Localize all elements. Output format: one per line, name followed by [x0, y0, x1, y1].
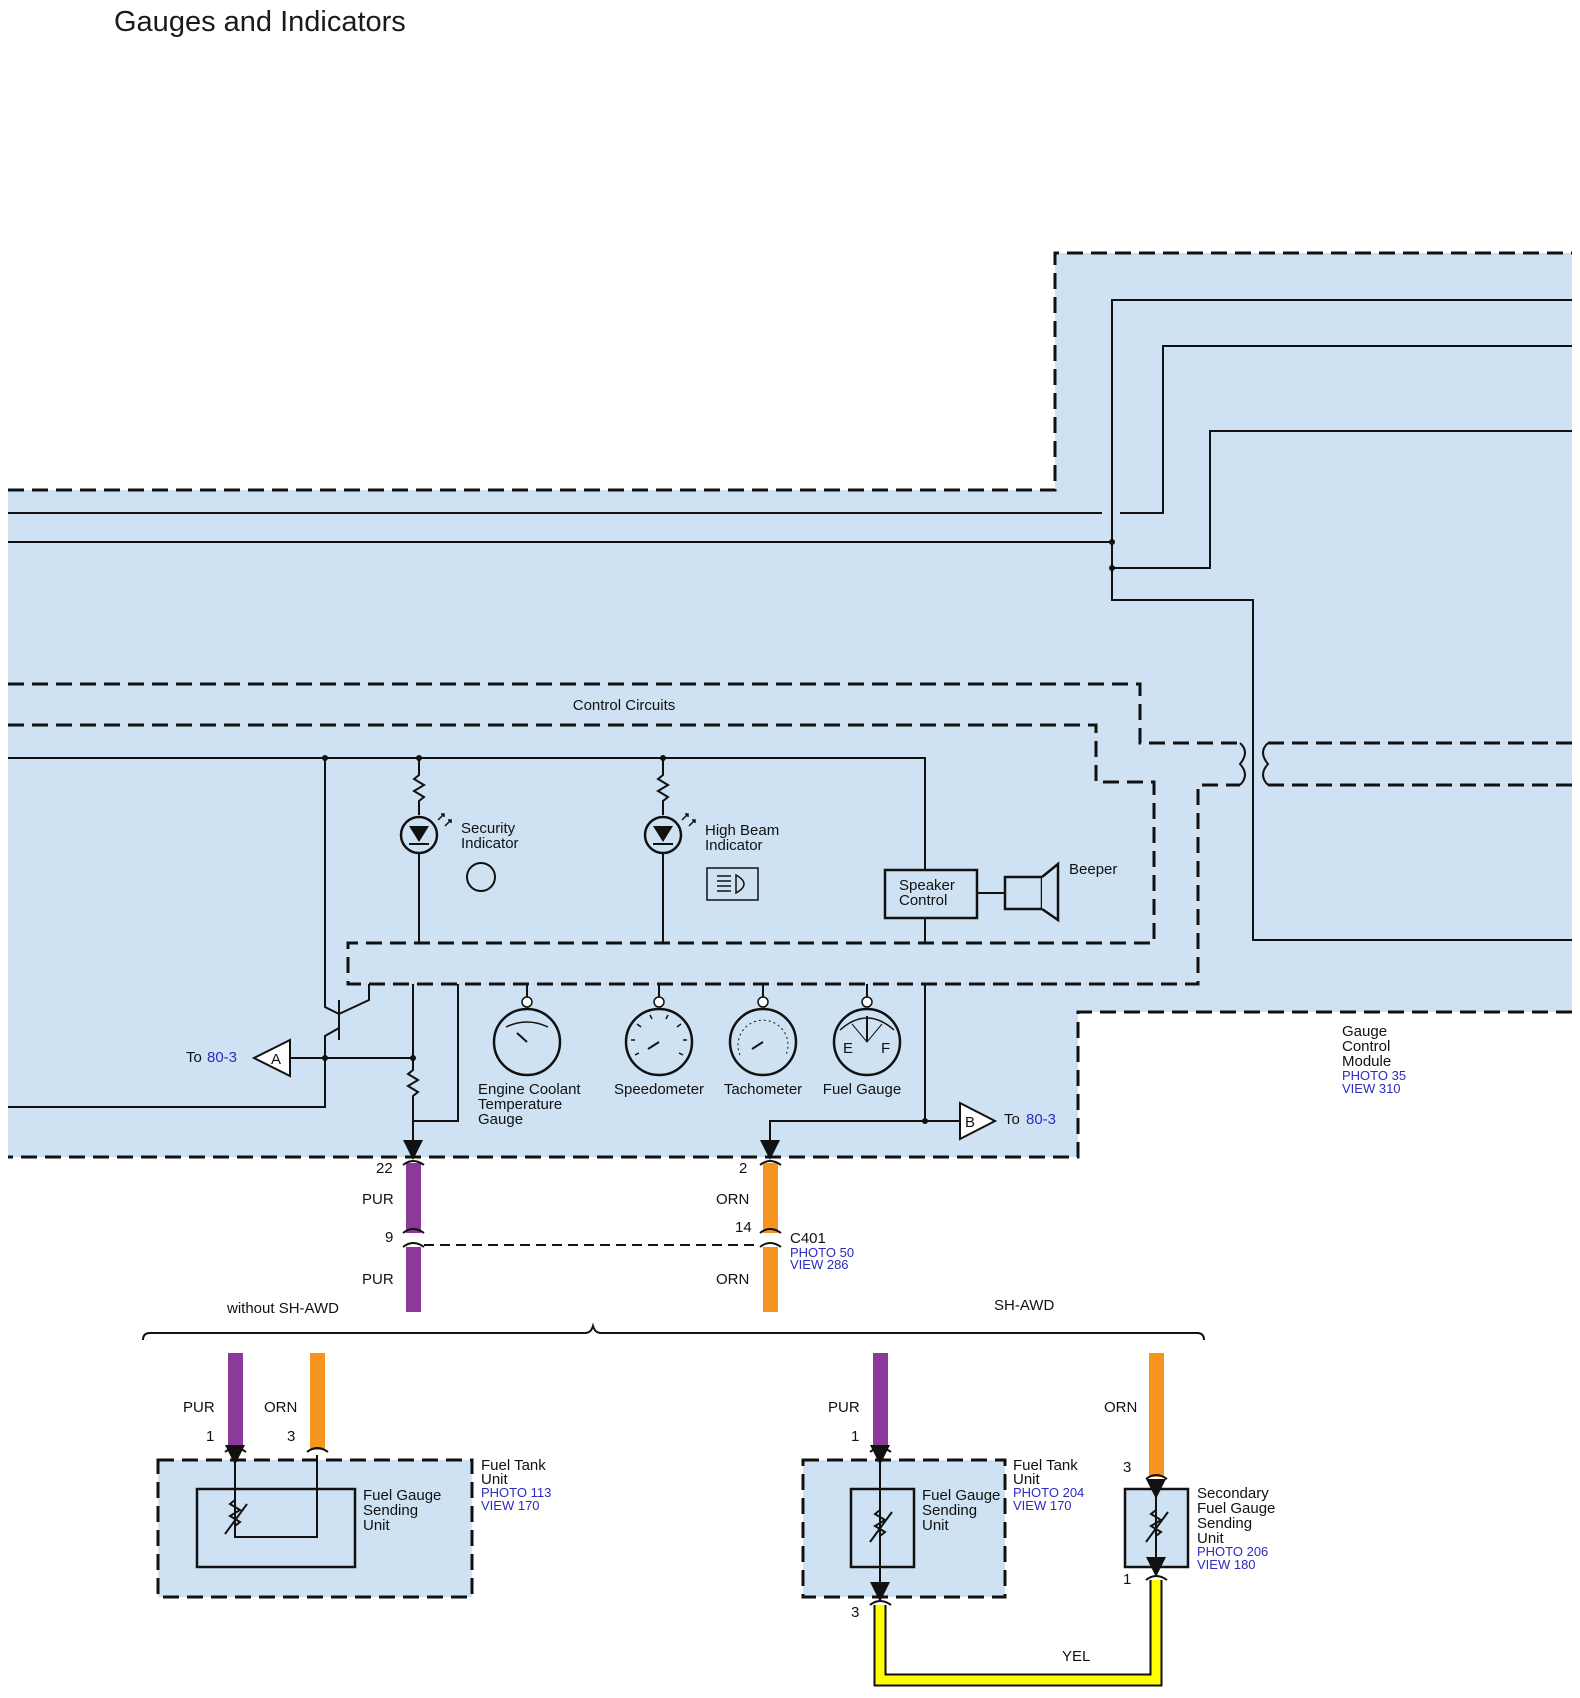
right-tank-label-1: Fuel Tank — [1013, 1457, 1078, 1474]
speedometer-label: Speedometer — [614, 1081, 704, 1098]
high-beam-indicator-led-icon — [643, 813, 696, 855]
fuel-gauge-icon — [832, 996, 902, 1077]
left-tank-label-1: Fuel Tank — [481, 1457, 546, 1474]
gcm-photo-link[interactable]: PHOTO 35 — [1342, 1068, 1406, 1083]
secondary-orn-pin: 3 — [1123, 1459, 1131, 1476]
tachometer-label: Tachometer — [724, 1081, 802, 1098]
pin-9: 9 — [385, 1229, 393, 1246]
high-beam-symbol-icon — [706, 867, 759, 901]
right-tank-photo-link[interactable]: PHOTO 204 — [1013, 1485, 1084, 1500]
connector-b-letter: B — [965, 1114, 975, 1131]
left-pur-label: PUR — [183, 1399, 215, 1416]
fuel-gauge-e: E — [843, 1040, 853, 1057]
c401-photo-link[interactable]: PHOTO 50 — [790, 1245, 854, 1260]
secondary-photo-link[interactable]: PHOTO 206 — [1197, 1544, 1268, 1559]
variant-without-label: without SH-AWD — [226, 1300, 339, 1317]
right-bottom-pin: 3 — [851, 1604, 859, 1621]
wire-orn-1: ORN — [716, 1191, 749, 1208]
right-pur-pin: 1 — [851, 1428, 859, 1445]
yel-label: YEL — [1062, 1648, 1090, 1665]
control-circuits-label: Control Circuits — [573, 697, 676, 714]
beeper-icon — [1003, 861, 1060, 923]
gcm-label-3: Module — [1342, 1053, 1391, 1070]
harness-wires — [402, 1160, 782, 1312]
variant-brace — [142, 1322, 1205, 1341]
c401-label: C401 — [790, 1230, 826, 1247]
secondary-label-2: Fuel Gauge — [1197, 1500, 1275, 1517]
right-pur-label: PUR — [828, 1399, 860, 1416]
beeper-label: Beeper — [1069, 861, 1117, 878]
left-orn-label: ORN — [264, 1399, 297, 1416]
speedometer-icon — [624, 996, 694, 1077]
right-tank-label-2: Unit — [1013, 1471, 1041, 1488]
control-circuits-outline — [8, 682, 1572, 986]
right-variable-resistor-icon — [869, 1509, 893, 1543]
secondary-orn-label: ORN — [1104, 1399, 1137, 1416]
speaker-control-label-1: Speaker — [899, 877, 955, 894]
left-sender-label-3: Unit — [363, 1517, 391, 1534]
engine-coolant-label-3: Gauge — [478, 1111, 523, 1128]
secondary-variable-resistor-icon — [1145, 1509, 1169, 1543]
right-tank-view-link[interactable]: VIEW 170 — [1013, 1498, 1072, 1513]
secondary-label-1: Secondary — [1197, 1485, 1269, 1502]
top-wires — [8, 299, 1572, 941]
left-tank-label-2: Unit — [481, 1471, 509, 1488]
left-variable-resistor-icon — [224, 1499, 248, 1535]
gcm-label-2: Control — [1342, 1038, 1390, 1055]
to-a-prefix: To — [186, 1049, 202, 1066]
high-beam-label-2: Indicator — [705, 837, 763, 854]
left-sending-unit-box — [195, 1487, 357, 1569]
left-sender-label-2: Sending — [363, 1502, 418, 1519]
wire-pur-1: PUR — [362, 1191, 394, 1208]
to-b-link[interactable]: 80-3 — [1026, 1111, 1056, 1128]
left-tank-photo-link[interactable]: PHOTO 113 — [481, 1485, 551, 1500]
gauge-control-module-outline-bottom — [8, 1010, 1572, 1159]
tachometer-icon — [728, 996, 798, 1077]
pin-14: 14 — [735, 1219, 752, 1236]
speaker-control-label-2: Control — [899, 892, 947, 909]
connector-a-letter: A — [271, 1051, 281, 1068]
left-sender-label-1: Fuel Gauge — [363, 1487, 441, 1504]
control-circuit-wires — [8, 755, 960, 1160]
security-indicator-led-icon — [399, 813, 452, 855]
to-b-prefix: To — [1004, 1111, 1020, 1128]
engine-coolant-label-1: Engine Coolant — [478, 1081, 581, 1098]
security-indicator-label-1: Security — [461, 820, 516, 837]
left-tank-view-link[interactable]: VIEW 170 — [481, 1498, 540, 1513]
secondary-view-link[interactable]: VIEW 180 — [1197, 1557, 1256, 1572]
wire-orn-2: ORN — [716, 1271, 749, 1288]
gcm-view-link[interactable]: VIEW 310 — [1342, 1081, 1401, 1096]
secondary-bottom-pin: 1 — [1123, 1571, 1131, 1588]
fuel-gauge-f: F — [881, 1040, 890, 1057]
gauge-control-module-area — [8, 253, 1572, 1157]
gauge-control-module-outline — [8, 251, 1572, 492]
engine-coolant-gauge-icon — [492, 996, 562, 1077]
c401-view-link[interactable]: VIEW 286 — [790, 1257, 849, 1272]
high-beam-label-1: High Beam — [705, 822, 779, 839]
left-fuel-tank-unit-outline — [156, 1458, 474, 1599]
gcm-label-1: Gauge — [1342, 1023, 1387, 1040]
page-title: Gauges and Indicators — [114, 6, 406, 38]
left-pur-pin: 1 — [206, 1428, 214, 1445]
secondary-label-4: Unit — [1197, 1530, 1225, 1547]
security-indicator-label-2: Indicator — [461, 835, 519, 852]
wire-pur-2: PUR — [362, 1271, 394, 1288]
right-sender-label-1: Fuel Gauge — [922, 1487, 1000, 1504]
pin-22: 22 — [376, 1160, 393, 1177]
engine-coolant-label-2: Temperature — [478, 1096, 562, 1113]
right-sender-label-3: Unit — [922, 1517, 950, 1534]
variant-with-label: SH-AWD — [994, 1297, 1054, 1314]
right-sender-label-2: Sending — [922, 1502, 977, 1519]
left-orn-pin: 3 — [287, 1428, 295, 1445]
secondary-label-3: Sending — [1197, 1515, 1252, 1532]
fuel-gauge-label: Fuel Gauge — [823, 1081, 901, 1098]
connector-a-icon — [251, 1038, 291, 1078]
security-symbol-icon — [466, 862, 496, 892]
pin-2: 2 — [739, 1160, 747, 1177]
connector-b-icon — [959, 1101, 998, 1141]
to-a-link[interactable]: 80-3 — [207, 1049, 237, 1066]
right-fuel-tank-unit-outline — [801, 1458, 1007, 1599]
